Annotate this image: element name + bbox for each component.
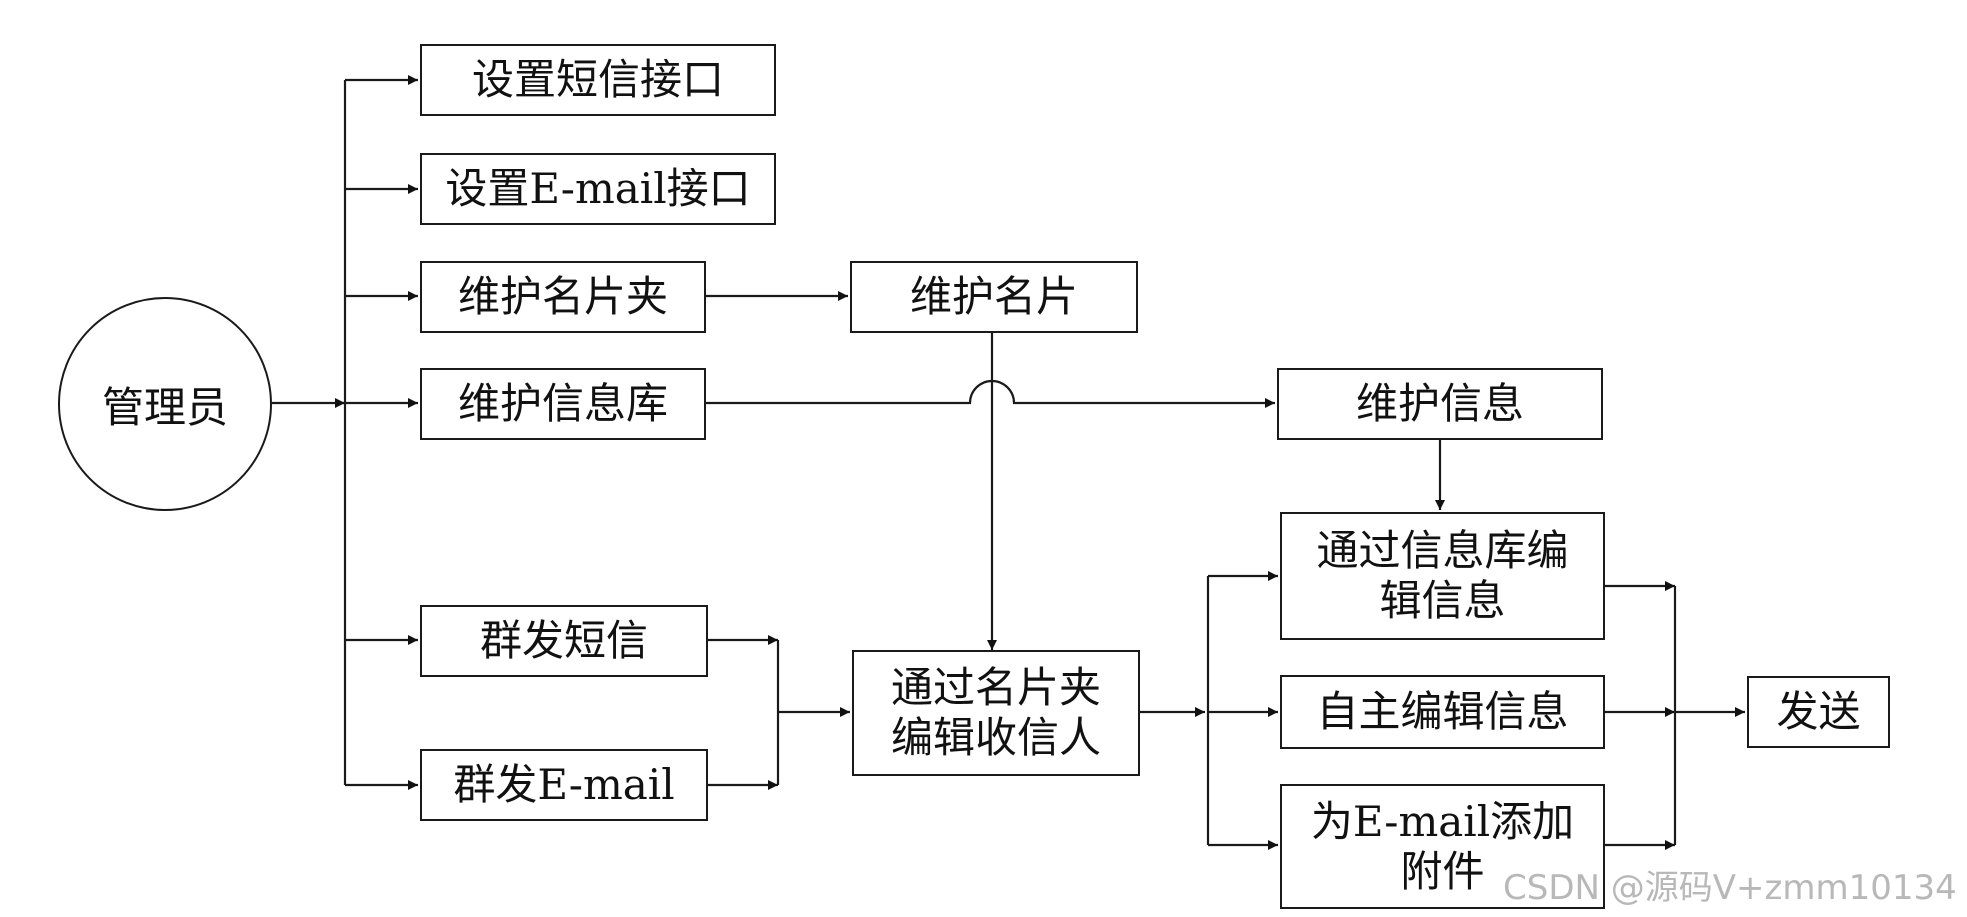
node-mass-sms-label: 群发短信 xyxy=(479,616,648,665)
node-set-sms: 设置短信接口 xyxy=(420,44,776,116)
node-self-edit-label: 自主编辑信息 xyxy=(1316,687,1569,736)
node-attach: 为E-mail添加 附件 xyxy=(1280,784,1605,909)
node-self-edit: 自主编辑信息 xyxy=(1280,675,1605,749)
node-attach-line1: 为E-mail添加 xyxy=(1310,796,1575,846)
admin-node: 管理员 xyxy=(58,297,272,511)
csdn-watermark: CSDN @源码V+zmm10134 xyxy=(1503,868,1957,908)
node-edit-via-lib-line2: 辑信息 xyxy=(1379,576,1506,625)
node-edit-recipients: 通过名片夹 编辑收信人 xyxy=(852,650,1140,776)
node-send-label: 发送 xyxy=(1776,687,1861,736)
node-mass-sms: 群发短信 xyxy=(420,605,708,677)
node-edit-via-lib: 通过信息库编 辑信息 xyxy=(1280,512,1605,640)
node-edit-recipients-line2: 编辑收信人 xyxy=(890,713,1101,762)
node-mass-email: 群发E-mail xyxy=(420,749,708,821)
node-maintain-card: 维护名片 xyxy=(850,261,1138,333)
edge-infolib-info xyxy=(704,379,1275,408)
admin-node-label: 管理员 xyxy=(101,382,228,432)
node-maintain-cardfolder: 维护名片夹 xyxy=(420,261,706,333)
node-maintain-info-label: 维护信息 xyxy=(1355,379,1524,428)
node-maintain-infolib-label: 维护信息库 xyxy=(457,379,668,428)
node-maintain-cardfolder-label: 维护名片夹 xyxy=(457,272,668,321)
node-attach-line2: 附件 xyxy=(1400,846,1485,896)
node-edit-via-lib-line1: 通过信息库编 xyxy=(1316,526,1569,575)
node-set-sms-label: 设置短信接口 xyxy=(471,55,724,104)
node-set-email: 设置E-mail接口 xyxy=(420,153,776,225)
node-mass-email-label: 群发E-mail xyxy=(453,760,675,809)
node-maintain-card-label: 维护名片 xyxy=(909,272,1078,321)
node-edit-recipients-line1: 通过名片夹 xyxy=(890,663,1101,712)
node-send: 发送 xyxy=(1747,676,1890,748)
node-set-email-label: 设置E-mail接口 xyxy=(445,164,751,213)
node-maintain-info: 维护信息 xyxy=(1277,368,1603,440)
node-maintain-infolib: 维护信息库 xyxy=(420,368,706,440)
